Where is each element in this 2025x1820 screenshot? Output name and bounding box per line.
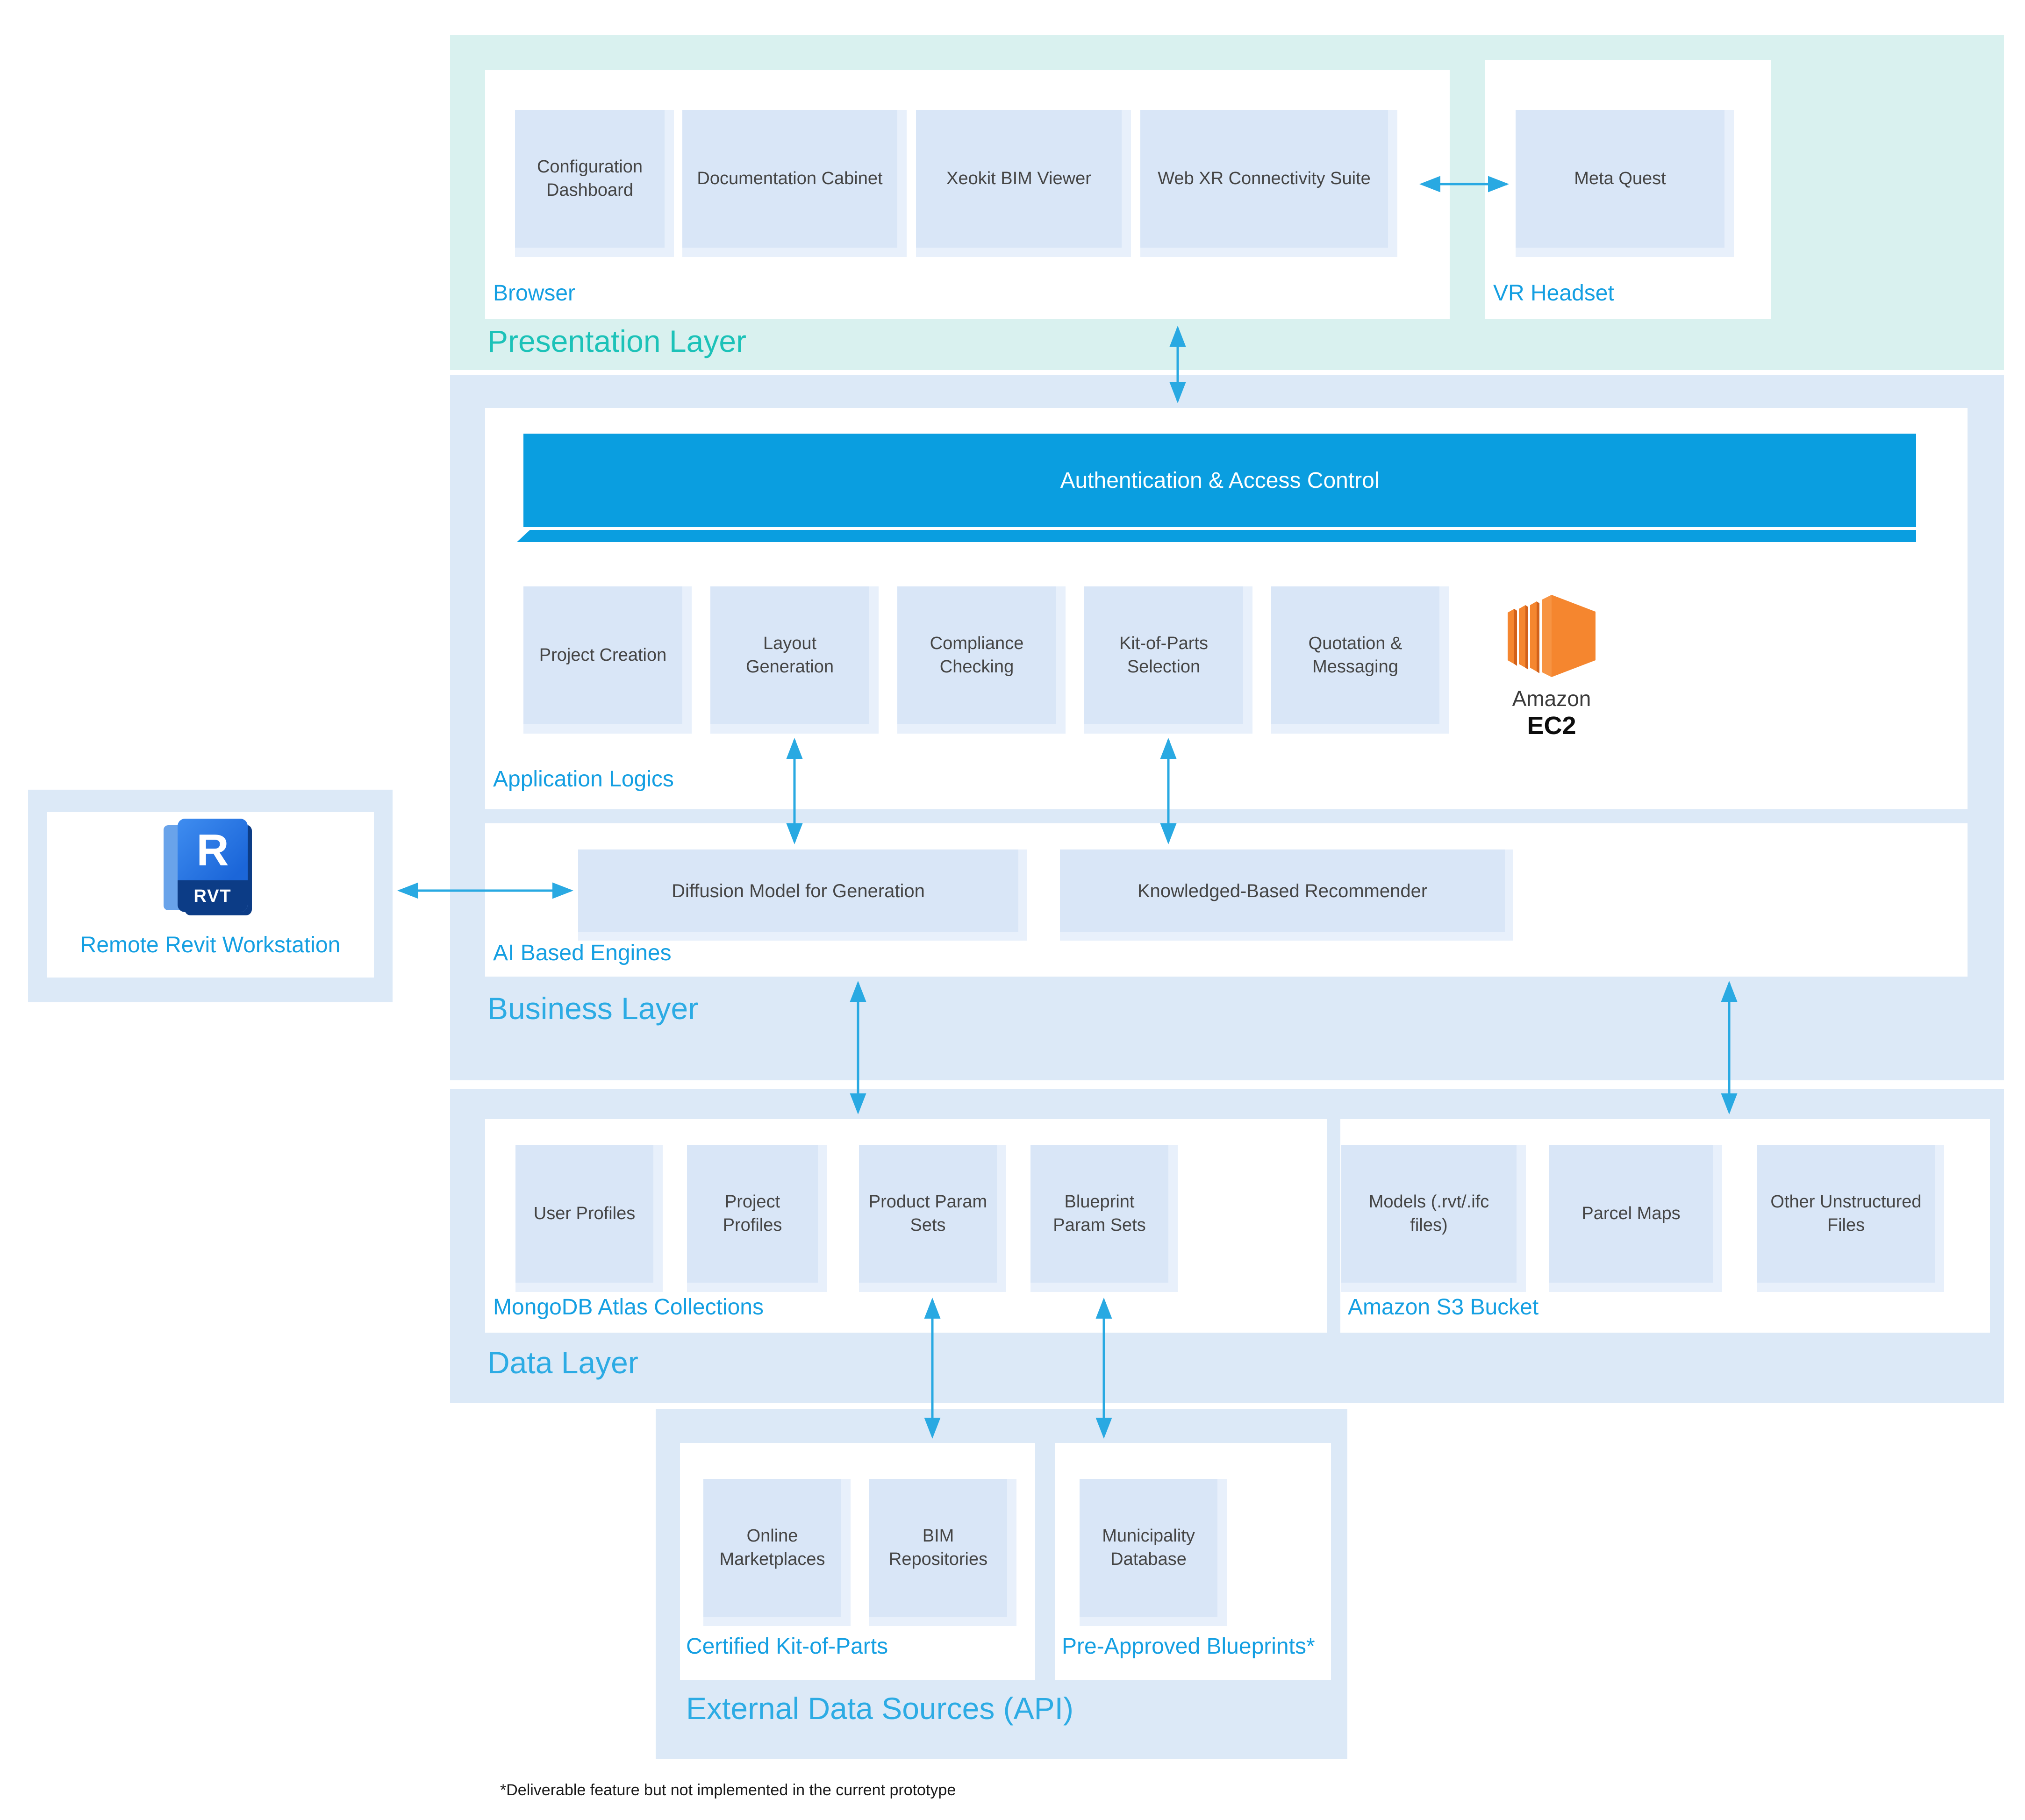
footnote: *Deliverable feature but not implemented… — [500, 1781, 956, 1799]
component-project-creation: Project Creation — [523, 586, 692, 734]
component-models-files: Models (.rvt/.ifc files) — [1341, 1145, 1526, 1292]
component-label: User Profiles — [533, 1203, 636, 1223]
component-user-profiles: User Profiles — [515, 1145, 663, 1292]
component-label: Meta Quest — [1574, 168, 1666, 188]
component-label: Project Creation — [539, 645, 667, 665]
component-label: BIM Repositories — [888, 1526, 988, 1569]
component-diffusion-model: Diffusion Model for Generation — [578, 849, 1027, 941]
browser-label: Browser — [493, 281, 576, 306]
revit-rvt-icon: R RVT — [164, 819, 257, 924]
component-label: Web XR Connectivity Suite — [1158, 168, 1371, 188]
ec2-name-label: EC2 — [1527, 712, 1576, 740]
amazon-ec2-icon — [1508, 595, 1596, 677]
component-label: Knowledged-Based Recommender — [1137, 880, 1428, 901]
component-municipality-database: Municipality Database — [1080, 1479, 1227, 1626]
component-compliance-checking: Compliance Checking — [897, 586, 1066, 734]
component-documentation-cabinet: Documentation Cabinet — [682, 110, 907, 257]
presentation-layer-title: Presentation Layer — [487, 324, 747, 358]
component-label: Documentation Cabinet — [697, 168, 883, 188]
component-product-param-sets: Product Param Sets — [859, 1145, 1006, 1292]
component-label: Parcel Maps — [1581, 1203, 1681, 1223]
component-web-xr-connectivity-suite: Web XR Connectivity Suite — [1140, 110, 1397, 257]
component-label: Configuration Dashboard — [537, 157, 643, 200]
component-label: Online Marketplaces — [719, 1526, 825, 1569]
mongodb-label: MongoDB Atlas Collections — [493, 1295, 764, 1320]
component-quotation-messaging: Quotation & Messaging — [1271, 586, 1449, 734]
auth-bar-bevel — [517, 530, 1916, 542]
external-data-sources-title: External Data Sources (API) — [686, 1691, 1073, 1726]
amazon-ec2-block: Amazon EC2 — [1486, 583, 1617, 740]
component-label: Models (.rvt/.ifc files) — [1368, 1192, 1489, 1235]
ai-based-engines-label: AI Based Engines — [493, 941, 672, 965]
business-layer-title: Business Layer — [487, 991, 699, 1026]
component-project-profiles: Project Profiles — [687, 1145, 827, 1292]
component-label: Blueprint Param Sets — [1053, 1192, 1146, 1235]
component-label: Layout Generation — [745, 634, 834, 677]
revit-icon-badge: RVT — [178, 880, 248, 912]
component-label: Diffusion Model for Generation — [672, 880, 925, 901]
revit-icon-letter: R — [196, 825, 229, 875]
component-xeokit-bim-viewer: Xeokit BIM Viewer — [916, 110, 1131, 257]
component-label: Product Param Sets — [868, 1192, 987, 1235]
auth-bar-label: Authentication & Access Control — [1060, 468, 1380, 493]
component-kit-of-parts-selection: Kit-of-Parts Selection — [1084, 586, 1252, 734]
component-label: Compliance Checking — [930, 634, 1024, 677]
component-layout-generation: Layout Generation — [710, 586, 879, 734]
vr-headset-label: VR Headset — [1493, 281, 1614, 306]
component-label: Quotation & Messaging — [1308, 634, 1402, 677]
preapproved-blueprints-label: Pre-Approved Blueprints* — [1062, 1634, 1315, 1659]
component-label: Municipality Database — [1102, 1526, 1195, 1569]
ec2-amazon-label: Amazon — [1512, 686, 1591, 711]
component-label: Kit-of-Parts Selection — [1119, 634, 1209, 677]
component-blueprint-param-sets: Blueprint Param Sets — [1030, 1145, 1178, 1292]
component-label: Project Profiles — [723, 1192, 782, 1235]
component-bim-repositories: BIM Repositories — [869, 1479, 1016, 1626]
component-parcel-maps: Parcel Maps — [1549, 1145, 1722, 1292]
component-other-unstructured-files: Other Unstructured Files — [1757, 1145, 1944, 1292]
certified-kit-label: Certified Kit-of-Parts — [686, 1634, 888, 1659]
component-label: Xeokit BIM Viewer — [946, 168, 1091, 188]
component-online-marketplaces: Online Marketplaces — [703, 1479, 851, 1626]
component-label: Other Unstructured Files — [1770, 1192, 1922, 1235]
component-meta-quest: Meta Quest — [1516, 110, 1734, 257]
application-logics-label: Application Logics — [493, 767, 674, 792]
s3-label: Amazon S3 Bucket — [1348, 1295, 1539, 1320]
component-knowledge-based-recommender: Knowledged-Based Recommender — [1060, 849, 1513, 941]
component-configuration-dashboard: Configuration Dashboard — [515, 110, 674, 257]
data-layer-title: Data Layer — [487, 1345, 638, 1380]
authentication-access-control-bar: Authentication & Access Control — [523, 434, 1916, 527]
remote-revit-label: Remote Revit Workstation — [80, 933, 341, 957]
